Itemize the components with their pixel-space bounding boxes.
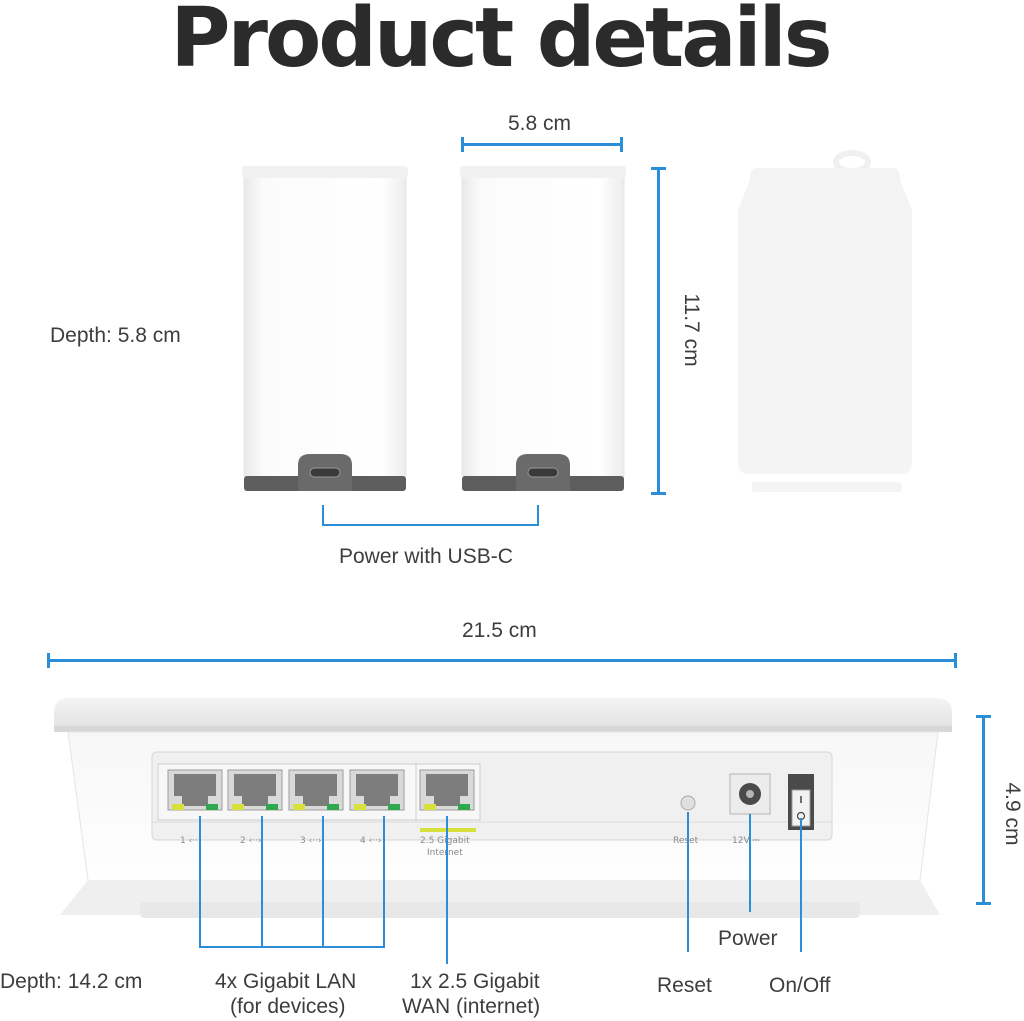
top-depth-label: Depth: 5.8 cm (50, 324, 181, 347)
bottom-width-label: 21.5 cm (462, 619, 537, 642)
top-height-tick-top (651, 167, 666, 170)
port-label-1: 1 ‹··› (180, 836, 202, 846)
usb-bracket-right (537, 505, 539, 526)
lan-label-line1: 4x Gigabit LAN (215, 970, 357, 993)
bottom-height-label: 4.9 cm (1001, 782, 1024, 846)
bottom-width-line (48, 659, 956, 662)
lan-connector-2 (261, 816, 263, 948)
bottom-width-tick-left (47, 653, 50, 668)
usb-bracket-left (322, 505, 324, 526)
panel-reset-label: Reset (673, 836, 699, 846)
bottom-height-tick-bottom (976, 902, 991, 905)
top-height-label: 11.7 cm (680, 293, 703, 367)
mesh-node-left (242, 166, 408, 491)
lan-connector-bar (199, 946, 385, 948)
top-width-label: 5.8 cm (508, 112, 572, 135)
bottom-depth-label: Depth: 14.2 cm (0, 970, 143, 993)
top-width-tick-left (461, 137, 464, 152)
lan-connector-1 (199, 816, 201, 948)
bottom-height-line (982, 716, 985, 904)
wan-label-line1: 1x 2.5 Gigabit (410, 970, 540, 993)
top-width-tick-right (620, 137, 623, 152)
top-width-line (462, 143, 622, 146)
power-connector (749, 814, 751, 912)
top-height-tick-bottom (651, 492, 666, 495)
top-power-label: Power with USB-C (339, 545, 513, 568)
mesh-node-right (460, 166, 626, 491)
usb-bracket-line (322, 524, 539, 526)
port-label-4: 4 ‹··› (360, 836, 382, 846)
power-label: Power (718, 927, 778, 950)
wan-label-line2: WAN (internet) (402, 995, 541, 1018)
reset-label: Reset (657, 974, 712, 997)
lan-label-line2: (for devices) (230, 995, 346, 1018)
port-label-2: 2 ‹··› (240, 836, 262, 846)
port-label-3: 3 ‹··› (300, 836, 322, 846)
wan-port-label-2: Internet (427, 848, 463, 858)
lan-connector-3 (322, 816, 324, 948)
wan-connector (446, 816, 448, 964)
soda-can-silhouette (738, 150, 912, 492)
bottom-width-tick-right (954, 653, 957, 668)
page-title: Product details (170, 0, 832, 86)
onoff-label: On/Off (769, 974, 831, 997)
reset-connector (687, 812, 689, 952)
bottom-height-tick-top (976, 715, 991, 718)
router-device (54, 698, 952, 918)
wan-port-label-1: 2.5 Gigabit (420, 836, 470, 846)
top-height-line (657, 168, 660, 494)
lan-connector-4 (383, 816, 385, 948)
onoff-connector (800, 818, 802, 952)
panel-power-label: 12V ⎓ (732, 836, 760, 846)
